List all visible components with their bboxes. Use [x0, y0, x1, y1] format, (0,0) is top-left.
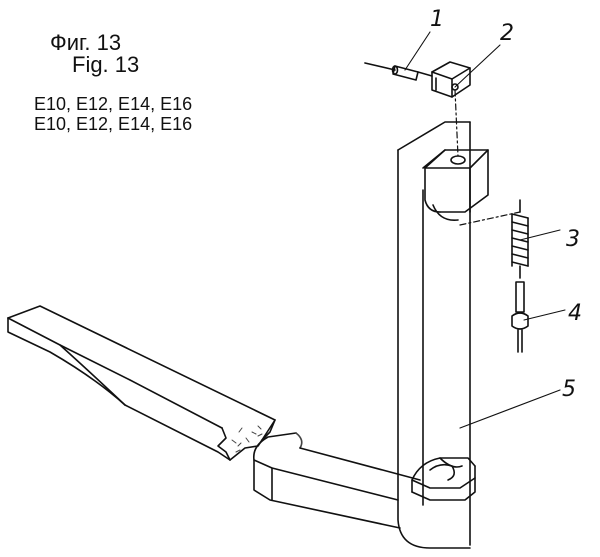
- bolt-part-4: [511, 281, 529, 353]
- upper-hook-block: [424, 149, 489, 222]
- callout-3: 3: [566, 227, 580, 252]
- callout-2: 2: [500, 21, 514, 46]
- callout-1: 1: [430, 7, 444, 32]
- model-list-ru: E10, E12, E14, E16: [34, 94, 193, 114]
- model-list-en: E10, E12, E14, E16: [34, 114, 193, 134]
- figure-title-en: Fig. 13: [72, 52, 140, 77]
- callout-5: 5: [562, 377, 576, 402]
- fork-shank: [397, 121, 471, 549]
- assembly-lines: [454, 89, 521, 226]
- figure-title-ru: Фиг. 13: [50, 30, 122, 55]
- fork-blade-rear: [252, 432, 421, 529]
- fork-blade-tip: [7, 305, 276, 461]
- leader-lines: [404, 31, 566, 429]
- pin-part-1: [364, 62, 433, 81]
- callout-4: 4: [568, 301, 582, 326]
- stopper-part-2: [431, 61, 471, 98]
- lower-hook-block: [411, 457, 476, 501]
